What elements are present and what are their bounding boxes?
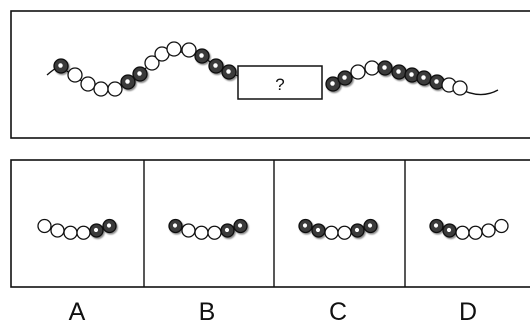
open-bead (93, 81, 109, 97)
bead-highlight (213, 63, 218, 68)
open-bead (166, 41, 182, 57)
open-bead (207, 225, 222, 240)
bead-highlight (354, 227, 360, 233)
open-bead (468, 225, 483, 240)
options-panel (10, 159, 530, 288)
open-bead (107, 81, 123, 97)
option-c-label[interactable]: C (328, 298, 348, 326)
bead-sequence-left (53, 41, 239, 97)
option-b-beads[interactable] (168, 218, 248, 240)
open-bead (452, 80, 468, 96)
bead-highlight (302, 223, 308, 228)
open-bead (37, 218, 52, 234)
option-b-label[interactable]: B (198, 298, 216, 326)
bead-highlight (330, 81, 335, 86)
bead-highlight (315, 227, 321, 233)
option-a-label[interactable]: A (68, 298, 86, 326)
open-bead (194, 225, 209, 240)
bead-highlight (342, 75, 347, 80)
open-bead (337, 225, 352, 240)
open-bead (324, 225, 339, 240)
open-bead (76, 225, 91, 240)
bead-sequence-right (325, 60, 468, 96)
open-bead (350, 64, 366, 80)
bead-highlight (446, 227, 452, 233)
option-d-beads[interactable] (429, 218, 509, 240)
bead-highlight (93, 227, 99, 233)
open-bead (181, 223, 196, 238)
bead-highlight (433, 223, 439, 228)
bead-highlight (237, 223, 243, 228)
bead-highlight (199, 53, 204, 58)
bead-highlight (434, 79, 439, 84)
bead-highlight (172, 223, 178, 228)
bead-highlight (226, 69, 231, 74)
open-bead (50, 223, 65, 238)
bead-highlight (421, 75, 426, 80)
bead-highlight (137, 71, 142, 76)
open-bead (67, 67, 83, 83)
open-bead (144, 55, 160, 71)
unknown-box-mark: ? (275, 75, 284, 94)
open-bead (494, 218, 509, 234)
option-d-label[interactable]: D (458, 298, 478, 326)
bead-highlight (106, 223, 112, 228)
bead-highlight (367, 223, 373, 228)
open-bead (63, 225, 78, 240)
unknown-box (237, 65, 323, 100)
bead-highlight (58, 63, 63, 68)
open-bead (455, 225, 470, 240)
bead-highlight (224, 227, 230, 233)
option-a-beads[interactable] (37, 218, 117, 240)
bead-highlight (409, 72, 414, 77)
bead-highlight (125, 79, 130, 84)
option-c-beads[interactable] (298, 218, 378, 240)
bead-highlight (396, 69, 401, 74)
open-bead (181, 42, 197, 58)
open-bead (80, 76, 96, 92)
open-bead (364, 60, 380, 76)
bead-highlight (382, 65, 387, 70)
open-bead (481, 223, 496, 238)
